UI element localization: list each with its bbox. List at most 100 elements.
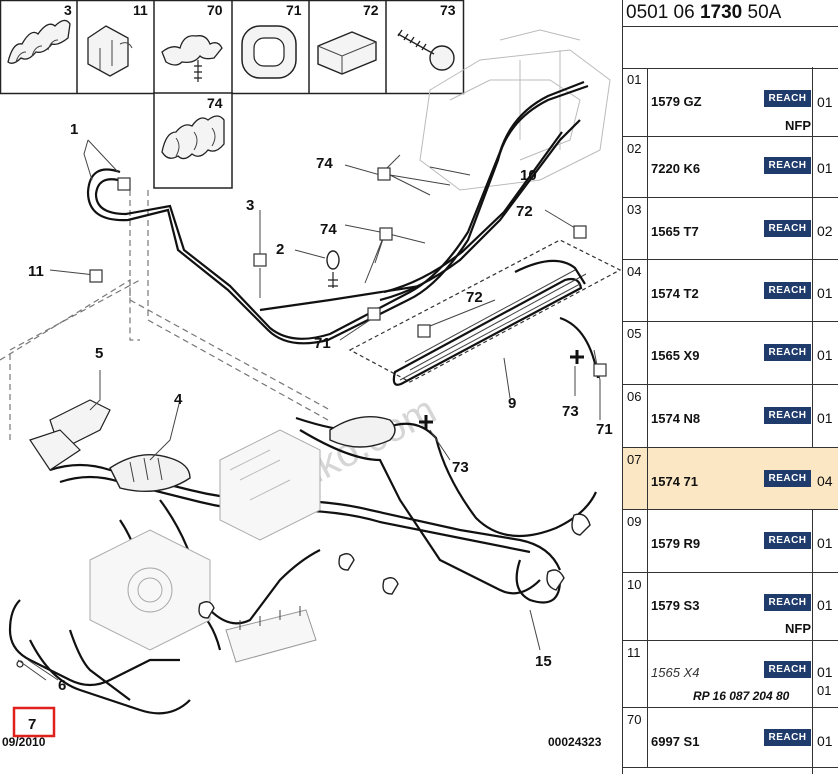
callout-71-center[interactable]: 71	[314, 335, 331, 352]
callout-74-upper[interactable]: 74	[316, 155, 333, 172]
quantity: 01	[817, 285, 833, 301]
part-number[interactable]: 1574 71	[651, 474, 698, 489]
reach-badge: REACH	[764, 90, 811, 107]
reach-badge: REACH	[764, 470, 811, 487]
part-number[interactable]: 7220 K6	[651, 161, 701, 176]
callout-2[interactable]: 2	[276, 241, 284, 258]
part-row-11[interactable]: 11 1565 X4 REACH 01 01 RP 16 087 204 80	[623, 641, 838, 708]
callout-4[interactable]: 4	[174, 391, 183, 408]
part-tile-11[interactable]: 11	[87, 2, 148, 77]
quantity: 01	[817, 597, 833, 613]
reach-badge: REACH	[764, 344, 811, 361]
part-tile-74[interactable]: 74	[161, 95, 225, 160]
drawing-number: 00024323	[548, 735, 602, 749]
row-index: 09	[623, 510, 648, 572]
reach-badge: REACH	[764, 282, 811, 299]
dashed-assembly-outline	[0, 190, 331, 440]
quantity: 01	[817, 664, 833, 680]
callout-5[interactable]: 5	[95, 345, 103, 362]
callout-10[interactable]: 10	[520, 167, 537, 184]
date-code: 09/2010	[2, 735, 46, 749]
fittings	[16, 250, 591, 668]
callout-9[interactable]: 9	[508, 395, 516, 412]
part-row-02[interactable]: 02 7220 K6 REACH 01	[623, 137, 838, 198]
row-index: 03	[623, 198, 648, 259]
parts-list-panel: 0501 06 1730 50A 01 1579 GZ REACH 01 NFP…	[622, 0, 838, 774]
quantity-secondary: 01	[817, 683, 832, 698]
part-note: NFP	[785, 118, 811, 133]
quantity: 01	[817, 94, 833, 110]
part-number[interactable]: 1565 T7	[651, 224, 699, 239]
callout-73-center[interactable]: 73	[452, 459, 469, 476]
callout-11[interactable]: 11	[28, 263, 44, 280]
quantity: 01	[817, 160, 833, 176]
part-row-06[interactable]: 06 1574 N8 REACH 01	[623, 385, 838, 448]
callout-7-selected[interactable]: 7	[12, 706, 56, 738]
part-row-05[interactable]: 05 1565 X9 REACH 01	[623, 322, 838, 385]
row-index: 70	[623, 708, 648, 767]
fastener-clip-icon	[161, 35, 223, 66]
callout-73-right[interactable]: 73	[562, 403, 579, 420]
fuel-return-hoses	[86, 80, 589, 345]
part-number[interactable]: 1579 R9	[651, 536, 701, 551]
part-row-70[interactable]: 70 6997 S1 REACH 01	[623, 708, 838, 768]
callout-15[interactable]: 15	[535, 653, 552, 670]
part-tile-71[interactable]: 71	[241, 2, 302, 79]
reach-badge: REACH	[764, 661, 811, 678]
callout-7-label: 7	[28, 716, 36, 733]
bracket-clip-icon	[87, 25, 129, 77]
part-row-01[interactable]: 01 1579 GZ REACH 01 NFP	[623, 68, 838, 137]
reach-badge: REACH	[764, 729, 811, 746]
part-number[interactable]: 6997 S1	[651, 734, 700, 749]
callout-72-center[interactable]: 72	[466, 289, 483, 306]
part-row-07-selected[interactable]: 07 1574 71 REACH 04	[623, 448, 838, 510]
reference-number: 0501 06 1730 50A	[623, 0, 838, 27]
connector-block-icon	[317, 31, 377, 75]
part-tile-73[interactable]: 73	[397, 2, 456, 71]
part-row-04[interactable]: 04 1574 T2 REACH 01	[623, 260, 838, 322]
qty-column-divider	[812, 67, 813, 774]
row-index: 04	[623, 260, 648, 321]
part-number[interactable]: 1565 X4	[651, 665, 700, 680]
part-row-10[interactable]: 10 1579 S3 REACH 01 NFP	[623, 573, 838, 641]
row-index: 07	[623, 448, 648, 509]
row-index: 10	[623, 573, 648, 640]
callout-71-right[interactable]: 71	[596, 421, 613, 438]
part-number[interactable]: 1574 N8	[651, 411, 701, 426]
callout-1[interactable]: 1	[70, 121, 78, 138]
top-parts-strip: 3 11 70 71 72 73	[0, 0, 465, 189]
part-tile-3[interactable]: 3	[7, 2, 72, 64]
callout-labels: 1 11 3 2 74 74 10 72 72 71 71 9 73 73 5 …	[28, 121, 613, 694]
part-tile-72[interactable]: 72	[317, 2, 379, 75]
part-number[interactable]: 1579 S3	[651, 598, 700, 613]
row-index: 01	[623, 68, 648, 136]
double-clip-icon	[161, 115, 225, 160]
part-row-03[interactable]: 03 1565 T7 REACH 02	[623, 198, 838, 260]
reference-prefix: 0501 06	[626, 2, 700, 23]
reach-badge: REACH	[764, 157, 811, 174]
bracket-item-5	[29, 399, 111, 471]
screw-icon	[429, 45, 455, 71]
reach-badge: REACH	[764, 407, 811, 424]
part-number[interactable]: 1574 T2	[651, 286, 699, 301]
row-index: 05	[623, 322, 648, 384]
part-tile-11-ref: 11	[133, 2, 148, 18]
part-number[interactable]: 1565 X9	[651, 348, 700, 363]
part-tile-73-ref: 73	[440, 2, 456, 18]
reach-badge: REACH	[764, 532, 811, 549]
part-number[interactable]: 1579 GZ	[651, 94, 702, 109]
part-note: NFP	[785, 621, 811, 636]
callout-leaders	[17, 139, 607, 681]
callout-3[interactable]: 3	[246, 197, 254, 214]
flexible-hose-section	[109, 415, 396, 493]
callout-72-right[interactable]: 72	[516, 203, 533, 220]
callout-74-lower[interactable]: 74	[320, 221, 337, 238]
part-tile-70[interactable]: 70	[161, 2, 223, 82]
callout-6[interactable]: 6	[58, 677, 66, 694]
reach-badge: REACH	[764, 220, 811, 237]
panel-subheader	[623, 27, 838, 69]
quantity: 02	[817, 223, 833, 239]
part-tile-70-ref: 70	[207, 2, 223, 18]
fuel-cooler-assembly	[348, 239, 622, 386]
part-row-09[interactable]: 09 1579 R9 REACH 01	[623, 510, 838, 573]
